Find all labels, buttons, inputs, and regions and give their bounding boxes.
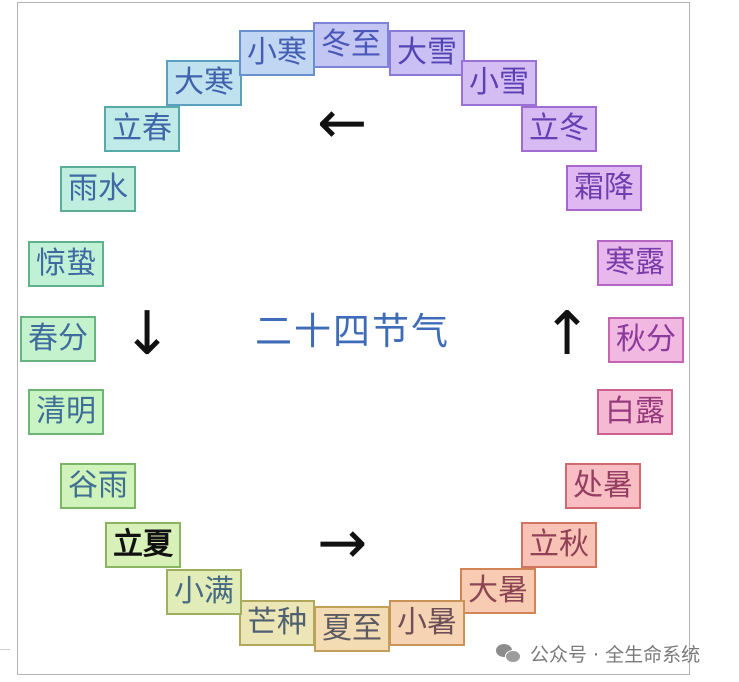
diagram-title: 二十四节气 [255,310,450,353]
solar-term-jingzhe: 惊蛰 [28,241,104,287]
watermark-text: 公众号 · 全生命系统 [530,643,701,666]
solar-term-hanlu: 寒露 [597,240,673,286]
solar-term-lichun: 立春 [104,106,180,152]
arrow-left: ↓ [122,299,173,369]
solar-term-dashu: 大暑 [460,568,536,614]
solar-term-guyu: 谷雨 [60,463,136,509]
solar-term-xiaoman: 小满 [166,569,242,615]
solar-term-xiaohan: 小寒 [239,30,315,76]
solar-term-yushui: 雨水 [60,166,136,212]
arrow-top: ← [317,88,368,158]
solar-term-dahan: 大寒 [166,60,242,106]
solar-term-daxue: 大雪 [389,30,465,76]
solar-term-chunfen: 春分 [20,316,96,362]
solar-term-xiaoshu: 小暑 [389,600,465,646]
solar-term-lidong: 立冬 [521,106,597,152]
solar-term-bailu: 白露 [597,389,673,435]
solar-term-mangzhong: 芒种 [239,600,315,646]
arrow-bottom: → [317,508,368,578]
solar-term-dongzhi: 冬至 [313,22,389,68]
edge-tick [0,649,10,650]
watermark: 公众号 · 全生命系统 [496,640,700,666]
arrow-right: ↑ [542,299,593,369]
solar-term-shuangjiang: 霜降 [566,165,642,211]
wechat-icon [496,642,522,664]
solar-term-chushu: 处暑 [565,463,641,509]
solar-term-lixia: 立夏 [105,522,181,568]
solar-term-qingming: 清明 [28,389,104,435]
solar-term-qiufen: 秋分 [608,317,684,363]
solar-term-xiazhi: 夏至 [314,606,390,652]
solar-term-xiaoxue: 小雪 [461,60,537,106]
solar-term-liqiu: 立秋 [521,522,597,568]
